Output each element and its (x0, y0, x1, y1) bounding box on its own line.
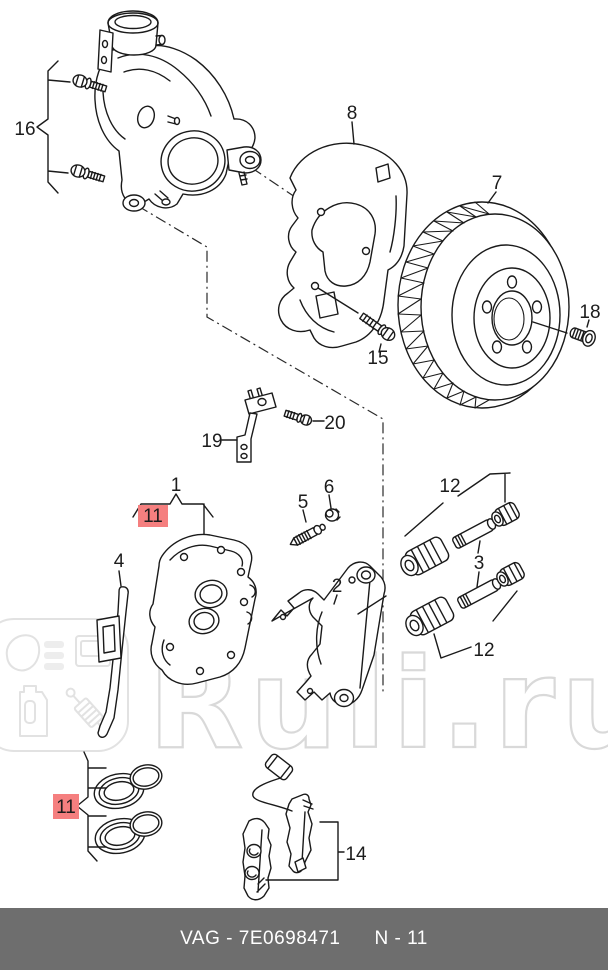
part-spring-clip (96, 586, 129, 738)
leader-15 (317, 287, 359, 314)
part-bracket-bolt (283, 409, 313, 426)
part-label-11-seals[interactable]: 11 (56, 797, 76, 818)
leader-3 (476, 540, 481, 588)
part-bleeder-valve (289, 523, 326, 546)
bracket-12-upper (404, 472, 511, 537)
shield-window (311, 202, 377, 287)
knuckle-pinch-tab (97, 29, 114, 73)
part-steering-knuckle (94, 10, 262, 212)
part-shield-bolt (359, 312, 396, 342)
part-caliper-carrier (271, 561, 386, 708)
part-label-8: 8 (347, 103, 358, 124)
leader-4 (118, 570, 122, 587)
part-label-1: 1 (171, 475, 182, 496)
vented-rim-hatch (397, 201, 490, 409)
carrier-boss-upper (356, 566, 376, 584)
part-label-2: 2 (332, 576, 343, 597)
part-label-6: 6 (324, 477, 335, 498)
hub-bore (160, 130, 226, 192)
callout-11-seals[interactable] (53, 794, 79, 819)
part-label-18: 18 (579, 302, 600, 323)
part-dust-cap (324, 508, 341, 522)
carrier-boss-lower (333, 688, 355, 708)
knuckle-bolt-upper (72, 74, 108, 93)
callout-11-caliper[interactable] (138, 505, 168, 527)
part-guide-kit-lower (405, 561, 525, 637)
headlight-icon (5, 634, 41, 672)
carrier-body (271, 561, 386, 706)
part-disc-screw (569, 327, 596, 347)
bracket-14 (265, 821, 345, 881)
exploded-diagram: Ruli.ru (0, 10, 608, 901)
part-label-7: 7 (492, 173, 503, 194)
watermark-logo (0, 618, 129, 752)
leader-5-6 (302, 494, 332, 523)
footer-bar: VAG - 7E0698471 N - 11 (0, 908, 608, 970)
part-splash-shield (277, 142, 408, 349)
bracket-12-lower (433, 590, 518, 659)
footer-page-code: N - 11 (374, 928, 428, 949)
part-labels: 16 8 7 18 15 19 20 1 11 4 5 6 2 12 3 12 … (14, 103, 600, 865)
part-label-12-lower: 12 (473, 640, 494, 661)
wear-sensor-connector (264, 753, 294, 781)
leader-15b (378, 343, 382, 353)
part-label-19: 19 (201, 431, 222, 452)
part-label-20: 20 (324, 413, 345, 434)
part-label-4: 4 (114, 551, 125, 572)
headlight-bars (44, 641, 64, 670)
part-label-12-upper: 12 (439, 476, 460, 497)
bracket-16 (36, 60, 71, 194)
part-label-16: 16 (14, 119, 35, 140)
part-brake-pads (242, 753, 314, 901)
wear-sensor-wire (252, 776, 293, 812)
axis-centerline (137, 205, 384, 692)
part-label-5: 5 (298, 492, 309, 513)
balljoint-hole (122, 194, 146, 212)
part-seal-kit (93, 764, 163, 855)
part-sensor-bracket (236, 387, 277, 463)
part-label-3: 3 (474, 553, 485, 574)
disc-center-bore (491, 290, 533, 346)
footer-catalog-code: VAG - 7E0698471 (180, 928, 341, 949)
watermark-text: Ruli.ru (148, 633, 608, 777)
pad-inner (242, 817, 272, 901)
leader-18 (532, 319, 590, 334)
vented-rim-hatch2 (397, 205, 490, 409)
part-caliper-housing (149, 533, 257, 685)
oil-canister-icon (19, 685, 48, 737)
bracket-1 (132, 493, 214, 537)
logo-frame (0, 618, 129, 752)
leader-8-7 (351, 121, 497, 204)
knuckle-bolt-lower (70, 164, 106, 183)
leader-2 (333, 594, 387, 615)
part-label-14: 14 (345, 844, 367, 865)
part-label-15: 15 (367, 348, 388, 369)
part-guide-kit-upper (400, 501, 520, 577)
part-label-11-caliper[interactable]: 11 (143, 506, 163, 527)
part-brake-disc (397, 201, 570, 409)
